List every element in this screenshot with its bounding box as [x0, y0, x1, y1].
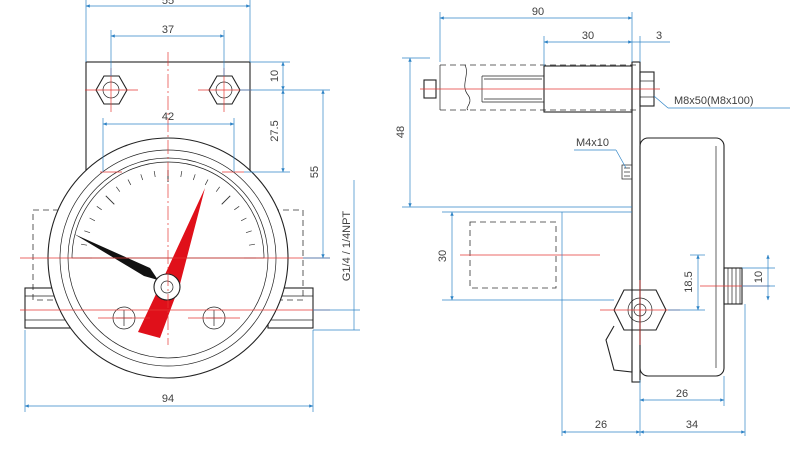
- dim-body-height: 30: [437, 250, 449, 262]
- scale-tick: [221, 195, 231, 205]
- front-dimension-lines: [24, 0, 360, 412]
- dim-hole-spacing-vertical: 27.5: [269, 120, 281, 141]
- dim-top-width: 55: [162, 0, 174, 7]
- front-view: 55 37 42 94 10 27.5 55 G1/4 / 1/4NPT: [20, 0, 360, 412]
- dim-plate-thickness: 3: [656, 30, 662, 42]
- front-centerlines: [20, 52, 330, 345]
- side-centerlines: [420, 88, 770, 345]
- pointer-hub: [153, 273, 181, 301]
- dim-depth-34: 34: [686, 419, 698, 431]
- pointer-hub-inner: [160, 280, 174, 294]
- scale-tick: [116, 186, 121, 192]
- dim-depth-26-left: 26: [595, 419, 607, 431]
- dim-port-offset: 18.5: [683, 271, 695, 292]
- thread-label: G1/4 / 1/4NPT: [341, 211, 353, 282]
- gauge-case: [639, 137, 725, 377]
- dim-hole-from-top: 10: [269, 70, 281, 82]
- scale-tick: [248, 243, 255, 246]
- scale-tick: [204, 179, 209, 186]
- scale-tick: [153, 171, 156, 178]
- m4-screw: [621, 164, 633, 180]
- side-dimension-lines: [402, 12, 790, 436]
- dim-hole-spacing-mid: 42: [162, 111, 174, 123]
- scale-tick: [81, 243, 88, 246]
- screw-label: M4x10: [576, 137, 609, 149]
- scale-tick: [215, 186, 220, 192]
- wall-hidden-outline: [439, 64, 640, 111]
- scale-tick: [84, 230, 91, 234]
- pointer-black: [74, 234, 158, 280]
- scale-tick: [127, 179, 132, 186]
- dim-overall-length: 90: [532, 6, 544, 18]
- dim-center-height: 55: [309, 166, 321, 178]
- dim-bolt-length: 30: [582, 30, 594, 42]
- scale-tick: [140, 174, 144, 181]
- scale-tick: [240, 217, 247, 222]
- pointer-red: [138, 188, 205, 338]
- port-fitting: [605, 289, 667, 373]
- dim-knob: 10: [753, 271, 765, 283]
- dim-hole-spacing-top: 37: [162, 24, 174, 36]
- dim-depth-26-right: 26: [676, 388, 688, 400]
- scale-tick: [96, 206, 102, 211]
- scale-tick: [234, 206, 240, 211]
- dim-overall-width: 94: [162, 393, 174, 405]
- scale-tick: [105, 195, 115, 205]
- scale-tick: [192, 174, 196, 181]
- scale-tick: [89, 217, 96, 222]
- scale-tick: [245, 230, 252, 234]
- dial-window: [71, 161, 265, 259]
- side-view: 90 30 3 M8x50(M8x100) M4x10 48 30 18.5 1…: [395, 6, 790, 436]
- scale-tick: [180, 171, 183, 178]
- bolt-label: M8x50(M8x100): [674, 95, 753, 107]
- dim-height: 48: [395, 126, 407, 138]
